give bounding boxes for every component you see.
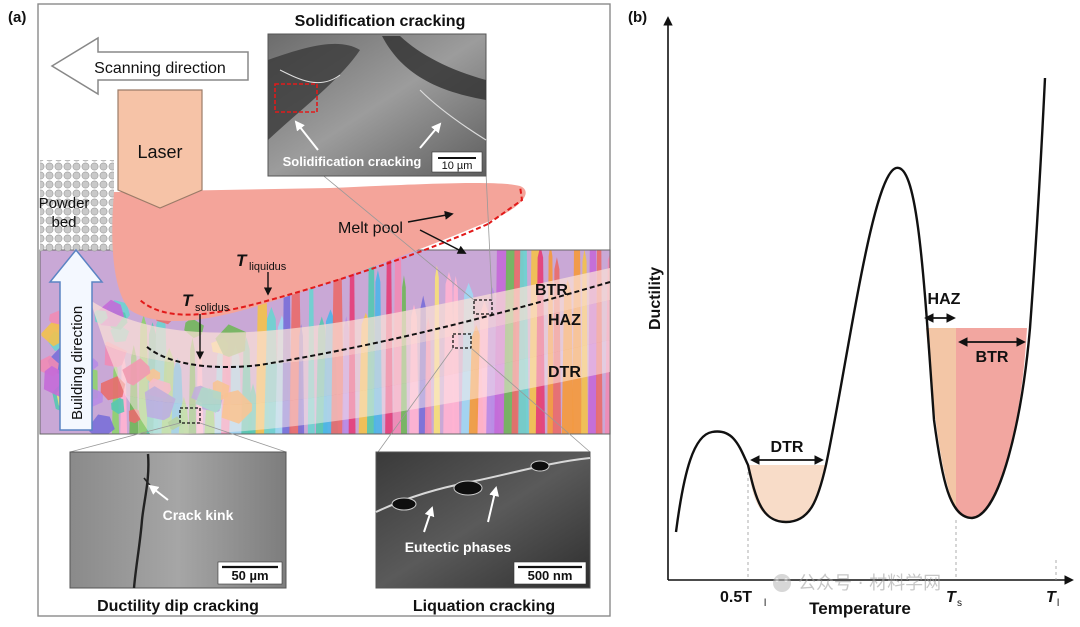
ebsd-grain (88, 414, 115, 434)
svg-text:T: T (946, 589, 957, 606)
btr-band (90, 268, 610, 366)
panel-a-label: (a) (8, 9, 26, 26)
ductility-dip-title: Ductility dip cracking (97, 598, 259, 615)
ebsd-grain (100, 376, 126, 401)
svg-text:liquidus: liquidus (249, 261, 287, 273)
melt-pool-label: Melt pool (338, 220, 403, 237)
svg-text:T: T (236, 251, 248, 270)
solidification-title: Solidification cracking (295, 13, 466, 30)
haz-marker-box (452, 333, 472, 349)
dtr-curve-label: DTR (771, 439, 804, 456)
t-solidus-label: T solidus (182, 291, 230, 314)
solidus-isotherm (144, 281, 611, 368)
btr-marker-box (473, 299, 493, 315)
solidification-sem-inset: Solidification cracking 10 µm (267, 33, 487, 177)
haz-curve-label: HAZ (928, 291, 961, 308)
melt-pool (112, 182, 526, 322)
dtr-band (125, 340, 610, 435)
ductility-curve (674, 77, 1047, 533)
tick-tl: T l (1046, 589, 1059, 609)
svg-text:s: s (957, 598, 962, 609)
powder-bed-label-2: bed (51, 214, 76, 231)
watermark: 公众号 · 材料学网 (773, 573, 941, 594)
haz-label: HAZ (548, 312, 581, 329)
ebsd-grain (613, 218, 623, 434)
solidification-caption: Solidification cracking (283, 154, 422, 169)
btr-curve-label: BTR (976, 349, 1009, 366)
svg-text:l: l (764, 598, 766, 609)
powder-bed (40, 160, 114, 252)
building-direction-label: Building direction (69, 306, 86, 420)
powder-bed-label-1: Powder (39, 195, 90, 212)
liquation-sem-inset: Eutectic phases 500 nm (375, 451, 591, 589)
dtr-region (748, 465, 826, 522)
building-direction-arrow (48, 248, 104, 431)
dtr-marker-box (179, 407, 201, 424)
ductility-dip-caption: Crack kink (163, 507, 234, 523)
liquation-scale: 500 nm (528, 568, 573, 583)
haz-region (926, 328, 956, 510)
svg-text:T: T (182, 291, 194, 310)
panel-b-label: (b) (628, 9, 647, 26)
tick-ts: T s (946, 589, 962, 609)
panel-b: (b) Ductility Temperature DTR HAZ BTR 0.… (628, 9, 1074, 618)
svg-text:l: l (1057, 598, 1059, 609)
scanning-direction-label: Scanning direction (94, 60, 226, 77)
svg-text:solidus: solidus (195, 302, 230, 314)
svg-text:T: T (1046, 589, 1057, 606)
tick-half-tl: 0.5T l (720, 589, 766, 609)
scanning-direction-arrow (50, 36, 249, 96)
liquation-title: Liquation cracking (413, 598, 555, 615)
btr-region (956, 328, 1027, 518)
ductility-dip-scale: 50 µm (231, 568, 268, 583)
x-axis-label: Temperature (809, 599, 911, 618)
svg-text:0.5T: 0.5T (720, 589, 752, 606)
laser-beam (117, 89, 203, 209)
solidification-scale: 10 µm (442, 160, 473, 172)
y-axis-label: Ductility (647, 267, 664, 330)
ebsd-grain (41, 322, 64, 347)
panel-a: (a) Powder bed Building direction Scanni… (8, 3, 623, 617)
ebsd-grain (111, 398, 125, 414)
laser-label: Laser (137, 142, 182, 162)
dtr-label: DTR (548, 364, 581, 381)
svg-text:公众号 · 材料学网: 公众号 · 材料学网 (798, 573, 941, 594)
t-liquidus-label: T liquidus (236, 251, 287, 273)
ductility-dip-sem-inset: Crack kink 50 µm (69, 451, 287, 589)
liquation-caption: Eutectic phases (405, 539, 512, 555)
btr-label: BTR (535, 282, 568, 299)
haz-band (105, 300, 610, 405)
